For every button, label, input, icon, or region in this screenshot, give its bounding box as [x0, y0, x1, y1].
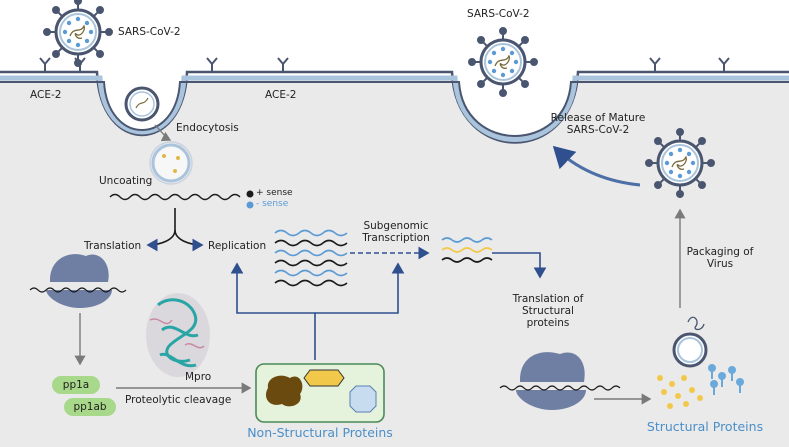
endocytosed-virion-icon [124, 86, 160, 122]
minus-sense-legend-dot [246, 201, 254, 209]
release-label: Release of Mature SARS-CoV-2 [550, 112, 646, 137]
ace2-receptor [718, 57, 730, 73]
genomic-rna [109, 193, 241, 201]
mature-virion-icon [644, 127, 716, 199]
virus-label: SARS-CoV-2 [118, 26, 181, 38]
pp1a-label: pp1a [62, 379, 90, 391]
structural-proteins-dots [657, 375, 703, 409]
replication-rna-strands [274, 229, 348, 287]
pp1ab-label: pp1ab [73, 401, 107, 413]
ace2-receptor [206, 57, 218, 73]
non-structural-proteins-label: Non-Structural Proteins [247, 425, 393, 440]
subgenomic-transcription-label: Subgenomic Transcription [362, 220, 430, 245]
ribosome-icon [46, 254, 112, 308]
spike-proteins-icon [708, 364, 744, 395]
virus-label: SARS-CoV-2 [467, 8, 530, 20]
ace2-receptor [649, 57, 661, 73]
pp1ab-badge [64, 398, 116, 416]
sars-cov-2-virion-icon [42, 0, 114, 68]
ace2-receptor [277, 57, 289, 73]
nsp-blob-icon [265, 375, 303, 407]
plus-sense-legend-dot [246, 190, 254, 198]
replication-label: Replication [208, 240, 267, 252]
mpro-protein-structure-icon [146, 293, 210, 377]
ace2-receptor [39, 57, 51, 73]
translation-label: Translation [84, 240, 142, 252]
ace2-label: ACE-2 [265, 89, 297, 101]
endosome-icon [149, 141, 193, 185]
packaging-label: Packaging of Virus [686, 246, 754, 271]
translation-structural-label: Translation of Structural proteins [512, 293, 584, 330]
mpro-label: Mpro [185, 371, 212, 383]
uncoating-label: Uncoating [99, 175, 153, 187]
plus-sense-legend-label: + sense [256, 188, 293, 198]
cell-interior [0, 78, 789, 447]
endocytosis-label: Endocytosis [176, 122, 239, 134]
structural-proteins-label: Structural Proteins [646, 419, 764, 434]
nucleocapsid-icon [672, 316, 708, 368]
ribosome-icon [516, 352, 586, 410]
nsp-yellow-hexagon-icon [303, 369, 345, 387]
mrna-strand [499, 385, 621, 391]
mrna-strand [29, 287, 127, 293]
minus-sense-legend-label: - sense [256, 199, 289, 209]
nsp-blue-octagon-icon [349, 385, 377, 413]
subgenomic-rna-strands [441, 237, 493, 263]
ace2-label: ACE-2 [30, 89, 62, 101]
proteolytic-cleavage-label: Proteolytic cleavage [125, 394, 232, 406]
pp1a-badge [52, 376, 100, 394]
sars-cov-2-virion-icon [467, 26, 539, 98]
